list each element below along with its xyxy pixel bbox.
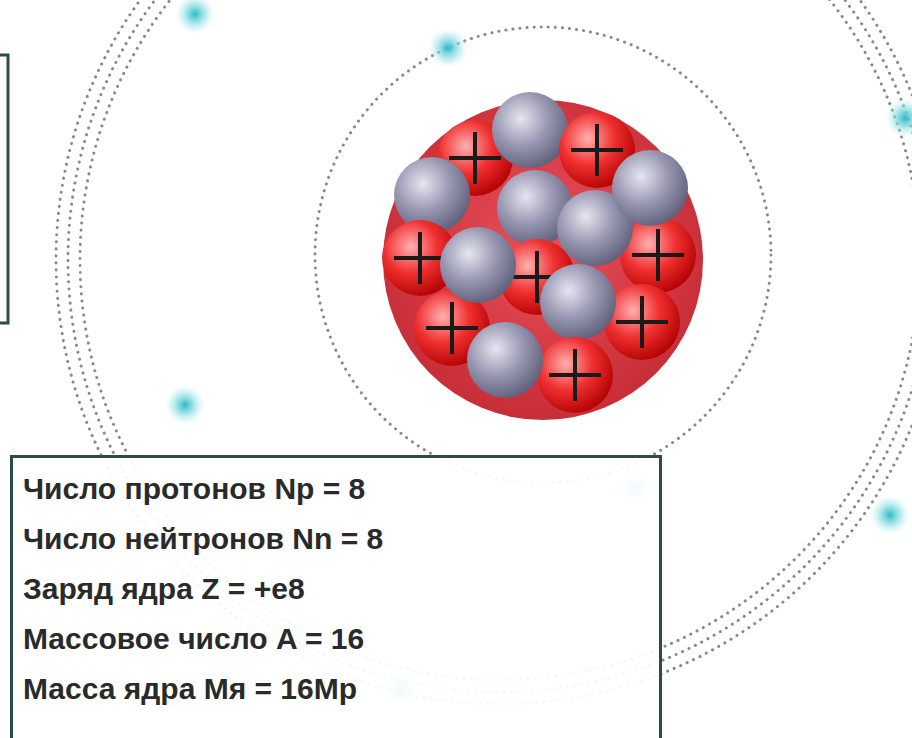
info-line: Заряд ядра Z = +e8 <box>23 564 645 614</box>
info-box: Число протонов Np = 8Число нейтронов Nn … <box>10 455 662 738</box>
nucleons <box>382 92 696 413</box>
plus-sign <box>394 232 446 284</box>
inner-orbit <box>315 27 771 483</box>
electron <box>175 0 215 34</box>
neutron-ball <box>394 157 470 233</box>
neutron-ball <box>467 322 543 398</box>
info-line: Масса ядра Mя = 16Mp <box>23 664 645 714</box>
info-line: Число нейтронов Nn = 8 <box>23 514 645 564</box>
proton <box>537 337 613 413</box>
neutron-ball <box>492 92 568 168</box>
neutron <box>540 264 616 340</box>
plus-sign <box>632 229 684 281</box>
neutron-ball <box>440 227 516 303</box>
neutron-ball <box>612 150 688 226</box>
info-line: Массовое число A = 16 <box>23 614 645 664</box>
electron <box>165 385 205 425</box>
neutron-ball <box>540 264 616 340</box>
side-frame <box>0 55 8 323</box>
electron <box>428 28 468 68</box>
proton-ball <box>537 337 613 413</box>
neutron <box>612 150 688 226</box>
info-line: Число протонов Np = 8 <box>23 464 645 514</box>
neutron <box>467 322 543 398</box>
neutron <box>440 227 516 303</box>
plus-sign <box>571 124 623 176</box>
neutron <box>394 157 470 233</box>
plus-sign <box>616 296 668 348</box>
neutron <box>492 92 568 168</box>
electron <box>885 98 912 138</box>
electron <box>870 495 910 535</box>
plus-sign <box>549 349 601 401</box>
